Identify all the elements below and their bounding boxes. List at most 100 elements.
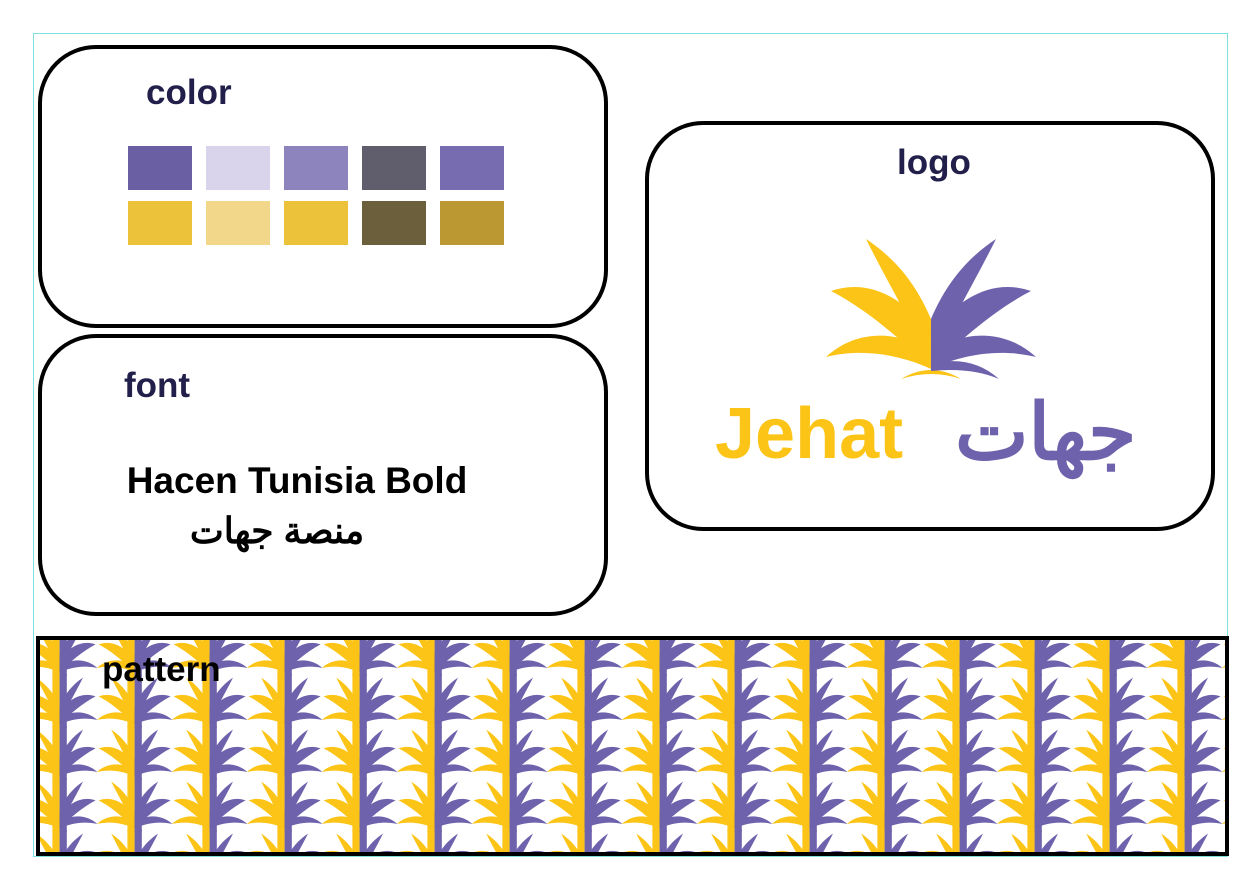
pattern-tile [699,830,770,852]
pattern-tile [96,726,173,780]
pattern-tile [1149,830,1220,852]
pattern-tile [1146,778,1223,832]
pattern-tile [40,726,98,780]
logo-card: logo Jehat جهات [645,121,1215,531]
color-card: color [38,45,608,328]
pattern-tile [249,830,320,852]
pattern-panel: pattern [36,636,1229,856]
color-swatch [362,201,426,245]
pattern-tile [321,674,398,728]
font-sample-arabic: منصة جهات [189,510,365,551]
logo-wordmark-arabic: جهات [955,388,1137,476]
pattern-tile [996,726,1073,780]
font-sample-latin: Hacen Tunisia Bold [126,460,468,501]
pattern-tile [1221,799,1225,825]
pattern-tile [1221,643,1225,669]
pattern-tile [246,674,323,728]
pattern-tile [546,726,623,780]
pattern-tile [771,778,848,832]
pattern-tile [921,778,998,832]
pattern-tile [474,830,545,852]
pattern-tile [846,640,923,676]
pattern-tile [999,830,1070,852]
pattern-tile [40,674,98,728]
color-swatch [440,146,504,190]
pattern-tile [996,674,1073,728]
logo-title: logo [897,143,971,182]
color-swatch [440,201,504,245]
color-swatch [284,146,348,190]
pattern-tile [846,726,923,780]
pattern-tile [621,726,698,780]
pattern-tile [1146,726,1223,780]
pattern-tile [621,778,698,832]
pattern-tile [1221,747,1225,773]
pattern-tile [171,726,248,780]
color-swatch [284,201,348,245]
pattern-tile [246,778,323,832]
pattern-tile [921,674,998,728]
pattern-tile [171,778,248,832]
pattern-tile [849,830,920,852]
artboard-frame [33,33,1228,857]
pattern-tile [40,778,98,832]
pattern-tile [1071,778,1148,832]
pattern-tile [96,640,173,676]
pattern-tile [1146,674,1223,728]
color-swatch [206,146,270,190]
pattern-tile-area [40,640,1225,852]
pattern-tile [321,778,398,832]
pattern-tile [471,640,548,676]
pattern-tile [771,674,848,728]
pattern-tile [321,640,398,676]
logo-wordmark-latin: Jehat [715,394,904,474]
pattern-tile [321,726,398,780]
pattern-tile [396,674,473,728]
pattern-tile [1071,640,1148,676]
color-title: color [146,73,232,112]
pattern-title: pattern [102,650,221,689]
pattern-tile [624,830,695,852]
pattern-tile [471,674,548,728]
pattern-tile [96,778,173,832]
pattern-tile [546,674,623,728]
color-swatch [128,146,192,190]
pattern-tile [621,640,698,676]
font-title: font [124,366,191,405]
pattern-tile [696,778,773,832]
pattern-tile [171,640,248,676]
pattern-tile [1224,851,1225,852]
pattern-tile [396,726,473,780]
pattern-tile [324,830,395,852]
pattern-tile [774,830,845,852]
pattern-tile [246,640,323,676]
pattern-tile [171,674,248,728]
pattern-tile [96,674,173,728]
pattern-tile [40,830,95,852]
pattern-tile [696,640,773,676]
pattern-tile [1071,726,1148,780]
pattern-tile [471,726,548,780]
pattern-tile [549,830,620,852]
pattern-tile [396,640,473,676]
color-swatch [362,146,426,190]
pattern-tile [1146,640,1223,676]
pattern-tile [846,674,923,728]
pattern-tile [771,640,848,676]
pattern-tile [924,830,995,852]
jehat-logo-mark [826,239,1036,379]
pattern-tile [246,726,323,780]
pattern-tile [846,778,923,832]
pattern-tile [546,778,623,832]
pattern-tile [621,674,698,728]
pattern-tile [696,726,773,780]
pattern-tile [1071,674,1148,728]
pattern-tile [921,640,998,676]
pattern-tile [174,830,245,852]
pattern-tile [471,778,548,832]
pattern-tile [1221,695,1225,721]
color-swatch [206,201,270,245]
pattern-tile [399,830,470,852]
pattern-tile [396,778,473,832]
color-swatch [128,201,192,245]
